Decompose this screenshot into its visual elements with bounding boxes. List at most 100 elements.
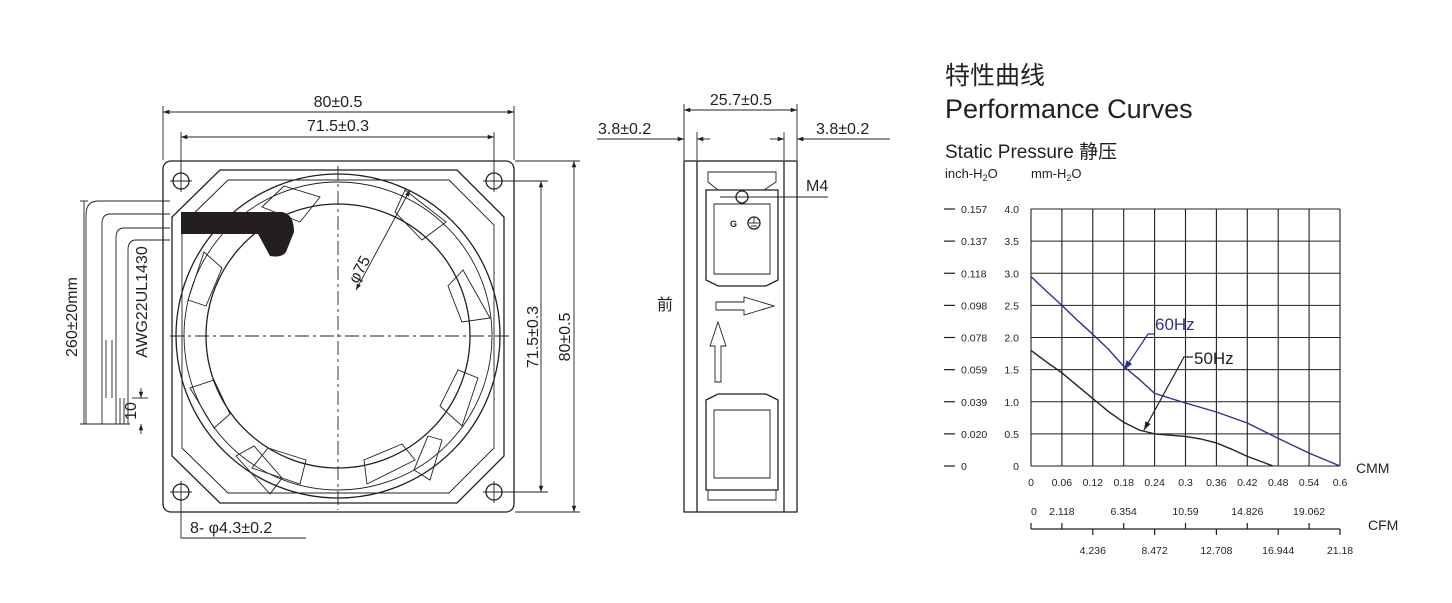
fan-frame-outline bbox=[162, 160, 515, 513]
front-view: 80±0.5 71.5±0.3 71.5±0.3 80±0.5 φ75 260±… bbox=[64, 94, 580, 539]
x-tick-cmm: 0.18 bbox=[1113, 477, 1134, 489]
x-tick-cmm: 0.36 bbox=[1206, 477, 1227, 489]
x-tick-cmm: 0.12 bbox=[1083, 477, 1104, 489]
dim-hole-width: 71.5±0.3 bbox=[307, 118, 369, 135]
unit-inch-sub: 2 bbox=[983, 173, 988, 183]
y-tick-inch: 0.020 bbox=[961, 429, 987, 441]
y-tick-mm: 2.0 bbox=[1004, 333, 1019, 345]
x-tick-cmm: 0.48 bbox=[1268, 477, 1289, 489]
cfm-tick-lower: 4.236 bbox=[1080, 545, 1106, 557]
x-tick-cmm: 0.06 bbox=[1052, 477, 1073, 489]
x-tick-cmm: 0.3 bbox=[1178, 477, 1193, 489]
mounting-holes bbox=[170, 170, 505, 503]
cfm-tick-upper: 2.118 bbox=[1049, 506, 1075, 518]
dim-mount-holes: 8- φ4.3±0.2 bbox=[190, 520, 272, 537]
y-tick-inch: 0.039 bbox=[961, 397, 987, 409]
label-ground: G bbox=[730, 219, 737, 229]
title-cn: 特性曲线 bbox=[945, 62, 1045, 90]
y-tick-mm: 4.0 bbox=[1004, 204, 1019, 216]
airflow-arrow-icon bbox=[715, 296, 776, 316]
mount-hole-leader bbox=[180, 500, 306, 539]
side-view: M4 G 前 25.7±0.5 3.8±0.2 3.8±0.2 bbox=[597, 92, 890, 513]
dims-right bbox=[505, 160, 580, 513]
wire-spec: AWG22UL1430 bbox=[134, 246, 151, 358]
x-tick-cmm: 0 bbox=[1028, 477, 1034, 489]
dim-impeller-leader bbox=[355, 189, 411, 291]
dim-outer-height: 80±0.5 bbox=[557, 312, 574, 361]
label-60hz: 60Hz bbox=[1155, 315, 1195, 334]
svg-text:inch-H2O: inch-H2O bbox=[945, 166, 998, 183]
y-tick-mm: 3.0 bbox=[1004, 268, 1019, 280]
cfm-tick-lower: 12.708 bbox=[1200, 545, 1232, 557]
y-tick-mm: 2.5 bbox=[1004, 300, 1019, 312]
y-tick-mm: 1.0 bbox=[1004, 397, 1019, 409]
chart-series bbox=[1030, 275, 1341, 467]
label-front: 前 bbox=[657, 296, 673, 314]
unit-mm: mm-H bbox=[1031, 166, 1066, 181]
dim-outer-width: 80±0.5 bbox=[314, 94, 363, 111]
x-unit-cmm: CMM bbox=[1356, 460, 1389, 476]
side-outline bbox=[683, 160, 798, 513]
dim-hole-height: 71.5±0.3 bbox=[525, 306, 542, 368]
dim-impeller: φ75 bbox=[346, 253, 374, 286]
y-tick-inch: 0.059 bbox=[961, 365, 987, 377]
y-tick-inch: 0 bbox=[961, 461, 967, 473]
cfm-tick-lower: 21.18 bbox=[1327, 545, 1353, 557]
label-50hz: 50Hz bbox=[1194, 349, 1234, 368]
performance-panel: 特性曲线 Performance Curves Static Pressure … bbox=[944, 62, 1398, 557]
dim-lead-length: 260±20mm bbox=[64, 277, 81, 357]
y-tick-inch: 0.098 bbox=[961, 300, 987, 312]
y-tick-mm: 1.5 bbox=[1004, 365, 1019, 377]
y-tick-mm: 0 bbox=[1013, 461, 1019, 473]
unit-mm-sub: 2 bbox=[1066, 173, 1071, 183]
leader-50hz bbox=[1143, 356, 1193, 431]
x-unit-cfm: CFM bbox=[1368, 517, 1398, 533]
side-dims bbox=[597, 104, 890, 160]
side-upper-inner bbox=[713, 203, 771, 275]
rotation-arrow-icon bbox=[709, 320, 727, 383]
subtitle-static-pressure: Static Pressure 静压 bbox=[945, 141, 1117, 163]
series-line-60hz bbox=[1030, 275, 1341, 467]
cfm-tick-upper: 19.062 bbox=[1293, 506, 1325, 518]
side-lower-inner bbox=[713, 409, 771, 479]
lead-wires bbox=[85, 200, 170, 424]
fan-housing-inner-2 bbox=[181, 179, 495, 494]
impeller-blades bbox=[187, 185, 491, 495]
unit-mm-o: O bbox=[1071, 166, 1081, 181]
y-tick-inch: 0.078 bbox=[961, 333, 987, 345]
lead-wire-clip bbox=[181, 212, 294, 257]
title-en: Performance Curves bbox=[945, 94, 1193, 124]
unit-inch-o: O bbox=[988, 166, 998, 181]
unit-inch: inch-H bbox=[945, 166, 983, 181]
cfm-tick-upper: 0 bbox=[1031, 506, 1037, 518]
y-axis-ticks: 4.00.1573.50.1373.00.1182.50.0982.00.078… bbox=[944, 204, 1019, 473]
svg-text:mm-H2O: mm-H2O bbox=[1031, 166, 1082, 183]
cfm-tick-lower: 16.944 bbox=[1262, 545, 1294, 557]
dims-lead bbox=[80, 200, 148, 434]
side-bottom-rib bbox=[707, 489, 777, 501]
label-m4: M4 bbox=[806, 178, 828, 195]
dim-flange-right: 3.8±0.2 bbox=[816, 121, 869, 138]
x-tick-cmm: 0.54 bbox=[1299, 477, 1320, 489]
cfm-tick-upper: 10.59 bbox=[1172, 506, 1198, 518]
cfm-tick-upper: 6.354 bbox=[1111, 506, 1137, 518]
side-top-rib bbox=[707, 171, 777, 191]
x-tick-cmm: 0.6 bbox=[1333, 477, 1348, 489]
y-unit-labels: inch-H2O mm-H2O bbox=[945, 166, 1082, 183]
series-line-50hz bbox=[1030, 349, 1274, 467]
side-upper-block bbox=[705, 189, 779, 287]
dim-strip-length: 10 bbox=[123, 402, 140, 420]
dim-depth: 25.7±0.5 bbox=[710, 92, 772, 109]
y-tick-inch: 0.118 bbox=[961, 268, 987, 280]
y-tick-inch: 0.157 bbox=[961, 204, 987, 216]
cfm-tick-upper: 14.826 bbox=[1231, 506, 1263, 518]
y-tick-mm: 0.5 bbox=[1004, 429, 1019, 441]
leader-60hz bbox=[1123, 333, 1155, 371]
side-lower-block bbox=[705, 393, 779, 491]
x-tick-cmm: 0.24 bbox=[1144, 477, 1165, 489]
dims-top bbox=[162, 106, 515, 172]
y-tick-mm: 3.5 bbox=[1004, 236, 1019, 248]
chart-grid bbox=[1030, 208, 1341, 467]
